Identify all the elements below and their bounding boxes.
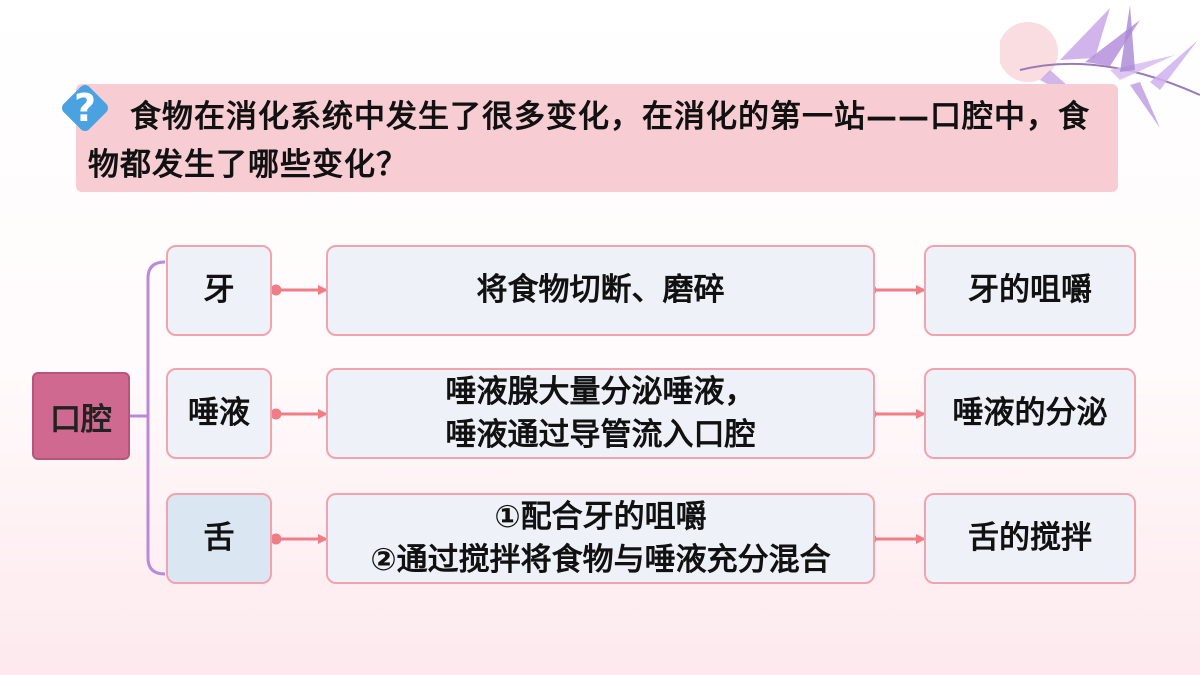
description-node-teeth: 将食物切断、磨碎 <box>326 245 875 336</box>
result-node-saliva: 唾液的分泌 <box>924 368 1136 459</box>
organ-node-saliva: 唾液 <box>166 368 272 459</box>
description-node-saliva: 唾液腺大量分泌唾液， 唾液通过导管流入口腔 <box>326 368 875 459</box>
bracket <box>130 260 166 576</box>
svg-text:?: ? <box>74 86 96 130</box>
question-text: 食物在消化系统中发生了很多变化，在消化的第一站——口腔中，食物都发生了哪些变化？ <box>88 99 1090 183</box>
question-mark-icon: ? <box>62 85 108 131</box>
root-node-mouth: 口腔 <box>32 372 130 460</box>
organ-node-tongue: 舌 <box>166 493 272 584</box>
result-node-teeth: 牙的咀嚼 <box>924 245 1136 336</box>
organ-node-teeth: 牙 <box>166 245 272 336</box>
description-node-tongue: ①配合牙的咀嚼 ②通过搅拌将食物与唾液充分混合 <box>326 493 875 584</box>
result-node-tongue: 舌的搅拌 <box>924 493 1136 584</box>
question-banner <box>76 84 1118 192</box>
